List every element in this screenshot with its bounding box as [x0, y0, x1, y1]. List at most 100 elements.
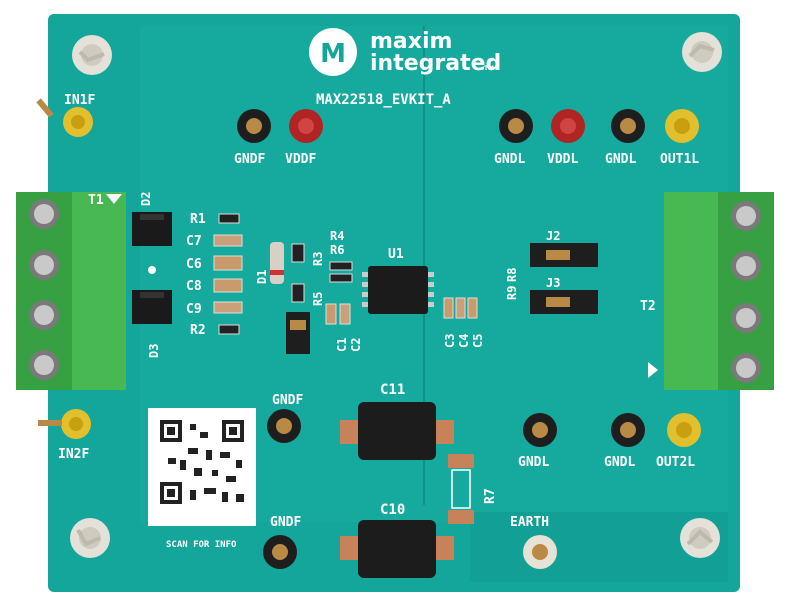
capacitor-c11: [340, 402, 454, 460]
test-point-in2f[interactable]: [38, 409, 91, 439]
label-r3: R3: [311, 252, 325, 266]
label-d2: D2: [139, 192, 153, 206]
logo-line1: maxim: [370, 29, 452, 54]
label-vddl: VDDL: [547, 152, 578, 167]
label-vddf: VDDF: [285, 152, 316, 167]
screw-8: [731, 353, 761, 383]
test-point-gndl-bottom2[interactable]: [611, 413, 645, 447]
label-c2: C2: [349, 338, 363, 352]
label-c10: C10: [380, 502, 405, 518]
label-r5: R5: [311, 292, 325, 306]
capacitor-c9: [213, 301, 243, 314]
test-point-gndf-mid[interactable]: [267, 409, 301, 443]
capacitor-c8: [213, 278, 243, 293]
svg-text:M: M: [320, 39, 346, 69]
mounting-hole-top-right: [682, 32, 722, 72]
capacitor-c4: [455, 297, 466, 319]
jumper-j3: [530, 290, 598, 314]
label-in1f: IN1F: [64, 93, 95, 108]
capacitor-c10: [340, 520, 454, 578]
label-t1: T1: [88, 193, 104, 208]
label-r6: R6: [330, 243, 344, 257]
board-title: MAX22518_EVKIT_A: [316, 92, 451, 108]
label-c8: C8: [186, 279, 202, 294]
label-in2f: IN2F: [58, 447, 89, 462]
label-r1: R1: [190, 212, 206, 227]
test-point-gndl-top1[interactable]: [499, 109, 533, 143]
screw-7: [731, 303, 761, 333]
test-point-gndf-bottom[interactable]: [263, 535, 297, 569]
label-r7: R7: [483, 488, 498, 504]
label-c1: C1: [335, 338, 349, 352]
jumper-j2: [530, 243, 598, 267]
label-gndf-top: GNDF: [234, 152, 265, 167]
label-r4: R4: [330, 229, 344, 243]
label-earth: EARTH: [510, 515, 549, 530]
label-c6: C6: [186, 257, 202, 272]
label-c4: C4: [457, 334, 471, 348]
test-point-out1l[interactable]: [665, 109, 699, 143]
screw-1: [29, 199, 59, 229]
test-point-vddl[interactable]: [551, 109, 585, 143]
label-u1: U1: [388, 247, 404, 262]
logo-line2: integrated: [370, 51, 501, 76]
label-r9: R9: [505, 286, 519, 300]
label-c5: C5: [471, 334, 485, 348]
resistor-r5-part: [291, 283, 305, 303]
resistor-r1: [218, 213, 240, 224]
screw-2: [29, 250, 59, 280]
label-gndl-top1: GNDL: [494, 152, 525, 167]
test-point-out2l[interactable]: [667, 413, 701, 447]
label-c11: C11: [380, 382, 405, 398]
pin1-marker-t2: [648, 362, 658, 378]
capacitor-c2: [339, 303, 351, 325]
capacitor-c7: [213, 234, 243, 247]
test-point-gndl-top2[interactable]: [611, 109, 645, 143]
label-gndl-bottom2: GNDL: [604, 455, 635, 470]
test-point-earth[interactable]: [523, 535, 557, 569]
terminal-block-t1: [16, 192, 126, 390]
capacitor-c3: [443, 297, 454, 319]
screw-5: [731, 201, 761, 231]
screw-4: [29, 350, 59, 380]
label-d3: D3: [147, 344, 161, 358]
diode-d1-band: [270, 270, 284, 275]
mounting-hole-bottom-right: [680, 518, 720, 558]
label-r8: R8: [505, 268, 519, 282]
qr-caption: SCAN FOR INFO: [166, 540, 237, 550]
pin1-marker: [106, 194, 122, 204]
mounting-hole-top-left: [72, 35, 112, 75]
diode-d1: [270, 242, 284, 284]
test-point-in1f[interactable]: [36, 98, 93, 137]
capacitor-c6: [213, 255, 243, 271]
diode-d3: [132, 290, 172, 324]
resistor-r3-part: [291, 243, 305, 263]
label-c3: C3: [443, 334, 457, 348]
label-out2l: OUT2L: [656, 455, 695, 470]
label-d1: D1: [255, 270, 269, 284]
test-point-vddf[interactable]: [289, 109, 323, 143]
label-c9: C9: [186, 302, 202, 317]
label-j2: J2: [546, 229, 560, 243]
polarity-dot: [148, 266, 156, 274]
terminal-block-t2: [664, 192, 774, 390]
ic-u1: [362, 266, 434, 314]
label-t2: T2: [640, 299, 656, 314]
screw-6: [731, 251, 761, 281]
test-point-gndl-bottom1[interactable]: [523, 413, 557, 447]
label-c7: C7: [186, 234, 202, 249]
logo-tm: TM: [484, 65, 494, 72]
label-gndl-top2: GNDL: [605, 152, 636, 167]
resistor-r2: [218, 324, 240, 335]
label-gndf-mid: GNDF: [272, 393, 303, 408]
label-r2: R2: [190, 323, 206, 338]
capacitor-c5: [467, 297, 478, 319]
test-point-gndf-top[interactable]: [237, 109, 271, 143]
screw-3: [29, 300, 59, 330]
resistor-r7-pads: [448, 454, 474, 524]
diode-d2: [132, 212, 172, 246]
qr-code: [148, 408, 256, 526]
jumper-left: [286, 312, 310, 354]
resistor-r6-part: [329, 273, 353, 283]
